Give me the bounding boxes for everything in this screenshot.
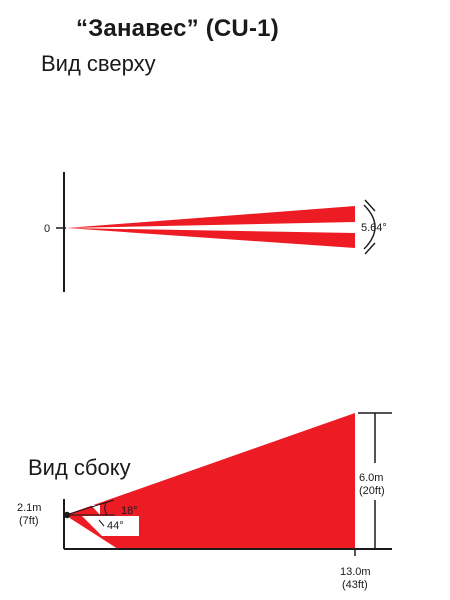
side-view-angle-notch <box>91 505 100 515</box>
top-view-angle-arc <box>363 204 376 250</box>
side-view-width-m: 6.0m <box>359 472 383 484</box>
side-view-height-m: 2.1m <box>17 502 41 514</box>
side-view-angle-small-label: 18° <box>121 505 138 517</box>
top-view-angle-label: 5.64° <box>361 222 387 234</box>
side-view-range-ft: (43ft) <box>342 579 368 591</box>
side-view-angle-box <box>82 516 139 536</box>
side-view-label: Вид сбоку <box>28 455 131 480</box>
side-view-angle-arc-large <box>98 519 105 527</box>
top-view-beam-upper <box>66 206 355 228</box>
top-view: 0 5.64° <box>44 172 387 292</box>
top-view-origin-label: 0 <box>44 223 50 235</box>
diagram-title: “Занавес” (CU-1) <box>76 15 279 42</box>
top-view-angle-tick-lower <box>364 242 376 255</box>
side-view-angle-arc-small <box>104 502 108 516</box>
top-view-angle-tick-upper <box>364 199 376 212</box>
side-view-height-ft: (7ft) <box>19 515 39 527</box>
side-view-range-m: 13.0m <box>340 566 371 578</box>
side-view-angle-large-label: 44° <box>107 520 124 532</box>
side-view-angle-ray <box>65 499 115 516</box>
side-view-width-ft: (20ft) <box>359 485 385 497</box>
top-view-label: Вид сверху <box>41 51 156 76</box>
side-view-coverage <box>65 413 355 549</box>
side-view: 18° 44° 2.1m (7ft) 6.0m (20ft) 13.0m (43… <box>17 412 392 591</box>
top-view-beam-lower <box>66 228 355 248</box>
